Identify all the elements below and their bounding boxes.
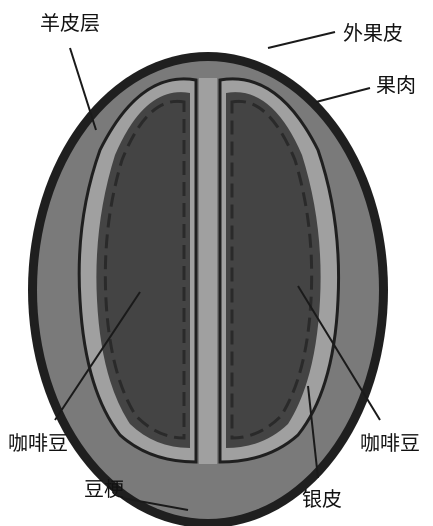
label-stem: 豆梗	[84, 477, 124, 501]
label-parchment: 羊皮层	[40, 11, 100, 35]
label-silverskin: 银皮	[302, 487, 342, 511]
leader-pulp	[316, 88, 370, 102]
leader-exocarp	[268, 32, 335, 48]
label-bean-left: 咖啡豆	[8, 431, 68, 455]
label-exocarp: 外果皮	[343, 21, 403, 45]
label-bean-right: 咖啡豆	[360, 431, 420, 455]
center-gap	[199, 78, 217, 464]
label-pulp: 果肉	[376, 73, 416, 97]
leader-parchment	[70, 48, 96, 130]
